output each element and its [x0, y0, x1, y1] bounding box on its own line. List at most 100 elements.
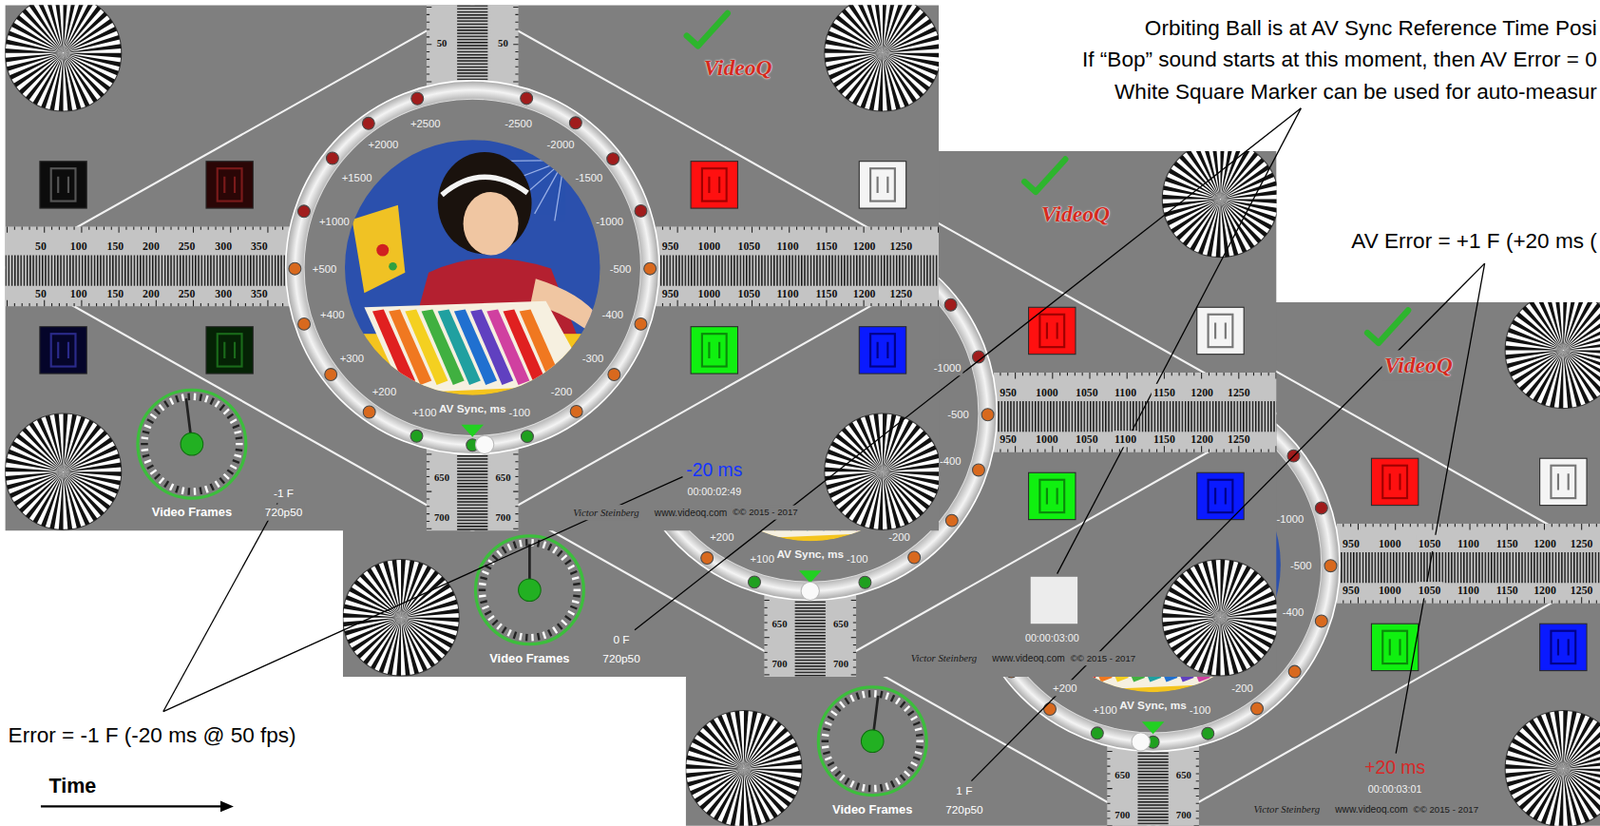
ruler-tick — [282, 303, 284, 306]
siemens-star-wedge — [824, 48, 883, 54]
dial-tick — [519, 632, 521, 640]
ruler-tick — [766, 303, 768, 306]
dial-tick — [868, 689, 872, 698]
ruler-tick — [1037, 372, 1039, 376]
ruler-tick — [1216, 449, 1218, 453]
patch-bar — [1567, 638, 1570, 655]
ruler-tick — [1126, 372, 1128, 379]
ruler-tick — [426, 58, 430, 60]
siemens-star-wedge — [877, 53, 883, 112]
ruler-tick — [237, 226, 239, 229]
ruler-tick — [1528, 523, 1530, 527]
ruler-tick — [893, 226, 895, 229]
ruler-tick — [1014, 445, 1016, 452]
siemens-star-wedge — [4, 466, 63, 472]
siemens-star-wedge — [342, 617, 401, 628]
dial-tick — [831, 766, 838, 771]
ruler-tick — [1543, 523, 1545, 530]
siemens-star-wedge — [1161, 194, 1220, 200]
ruler-tick — [1007, 372, 1009, 376]
ruler-tick — [1022, 372, 1024, 376]
ruler-tick — [1185, 449, 1187, 453]
dial-tick — [880, 783, 882, 791]
ruler-tick — [1357, 523, 1359, 530]
ruler-tick — [1007, 449, 1009, 453]
siemens-star-wedge — [63, 424, 102, 473]
siemens-star-disc — [685, 709, 802, 825]
ruler-tick — [1171, 449, 1173, 453]
ruler-tick — [763, 659, 767, 661]
siemens-star-wedge — [1219, 198, 1277, 204]
ruler-tick — [848, 226, 850, 229]
ruler-tick — [1148, 372, 1150, 376]
ruler-tick — [125, 226, 127, 229]
siemens-star-wedge — [1173, 161, 1221, 200]
siemens-star-wedge — [362, 617, 401, 666]
siemens-star-wedge — [824, 53, 883, 63]
ruler-tick — [21, 226, 23, 229]
ruler-tick — [1447, 600, 1448, 604]
ruler-tick — [1484, 523, 1486, 527]
ruler-tick — [229, 226, 231, 232]
siemens-star-wedge — [696, 730, 744, 769]
siemens-star-wedge — [400, 559, 406, 618]
sync-dot — [701, 552, 714, 565]
ruler-tick — [1596, 523, 1598, 527]
ruler-tick — [1148, 449, 1150, 453]
siemens-star-wedge — [1554, 302, 1564, 350]
dial-tick — [543, 541, 546, 549]
sync-dot — [944, 298, 957, 311]
ruler-tick — [699, 303, 701, 306]
patch-bar — [1557, 473, 1560, 490]
ruler-tick — [1029, 372, 1031, 376]
ruler-tick — [426, 528, 432, 530]
ruler-tick — [282, 226, 284, 229]
ruler-tick — [851, 599, 857, 601]
ruler-tick — [1469, 523, 1471, 530]
ruler-tick — [851, 636, 857, 638]
siemens-star-wedge — [25, 53, 64, 101]
ruler-tick — [133, 226, 134, 229]
patch-bar — [707, 176, 710, 193]
ruler-tick — [1196, 758, 1200, 760]
ruler-tick — [514, 468, 518, 470]
ruler-tick — [684, 226, 686, 229]
ruler-tick — [1372, 600, 1374, 604]
ruler-tick — [819, 303, 820, 306]
ruler-tick — [1082, 449, 1084, 453]
ruler-tick — [237, 303, 239, 306]
ruler-tick — [870, 226, 872, 229]
ruler-tick — [1163, 372, 1165, 379]
color-patch — [206, 161, 253, 209]
ruler-tick — [514, 513, 518, 515]
ruler-tick — [513, 43, 518, 45]
dial-tick — [915, 740, 924, 743]
dial-tick — [492, 554, 497, 560]
dial-tick — [821, 744, 829, 748]
dial-tick — [904, 770, 910, 776]
dial-tick — [571, 576, 579, 579]
dial-tick — [821, 733, 829, 737]
ruler-tick — [29, 226, 31, 229]
patch-bar — [1214, 322, 1217, 339]
siemens-star-wedge — [400, 617, 449, 656]
dial-tick — [548, 543, 552, 551]
siemens-star-wedge — [396, 617, 401, 676]
siemens-star-wedge — [54, 413, 64, 472]
color-patch — [1540, 457, 1587, 505]
ruler-tick — [43, 226, 45, 232]
ruler-tick — [1342, 523, 1344, 527]
dial-tick — [537, 632, 539, 640]
siemens-star-wedge — [882, 413, 888, 472]
ruler-tick — [1573, 600, 1575, 604]
sync-dot — [1251, 702, 1264, 715]
ruler-tick — [796, 226, 798, 229]
siemens-star-wedge — [54, 4, 64, 53]
ruler-tick — [155, 226, 157, 232]
ruler-tick — [88, 303, 90, 306]
dial-tick — [561, 554, 567, 560]
sync-dot — [748, 575, 762, 589]
ruler-tick — [118, 226, 120, 232]
ruler-tick — [36, 226, 38, 229]
dial-tick — [488, 615, 495, 620]
